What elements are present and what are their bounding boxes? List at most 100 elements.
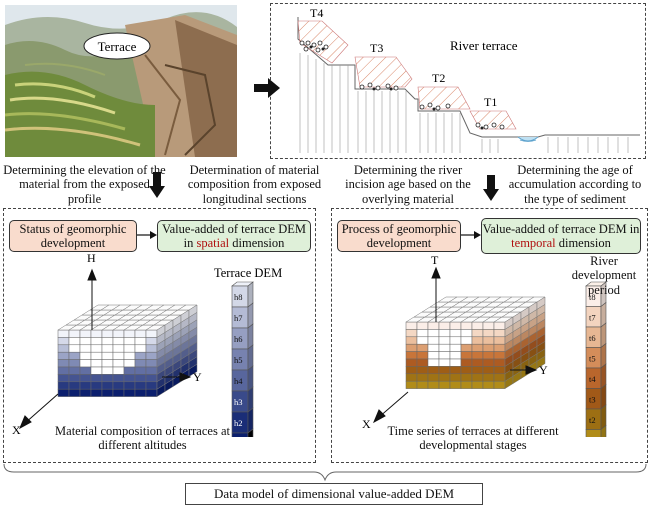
period-label: t8 xyxy=(589,292,596,302)
voxel-front xyxy=(449,343,462,352)
period-label: t6 xyxy=(589,333,596,343)
voxel-front xyxy=(482,373,495,382)
period-label: t7 xyxy=(589,313,596,323)
voxel-front xyxy=(471,358,484,367)
terrace-landscape-image: Terrace xyxy=(5,5,237,157)
voxel-front xyxy=(471,351,484,360)
voxel-front xyxy=(57,388,70,397)
voxel-side xyxy=(188,363,198,378)
voxel-front xyxy=(405,329,418,338)
voxel-front xyxy=(57,366,70,375)
voxel-side xyxy=(536,355,546,370)
voxel-front xyxy=(123,388,136,397)
voxel-front xyxy=(416,329,429,338)
voxel-front xyxy=(427,336,440,345)
voxel-front xyxy=(145,359,158,368)
voxel-front xyxy=(57,381,70,390)
dem-base-cell xyxy=(231,432,249,437)
axis-y-label-spatial: Y xyxy=(193,370,202,384)
voxel-front xyxy=(123,366,136,375)
voxel-front xyxy=(79,359,92,368)
caption-incision: Determining the river incision age based… xyxy=(345,163,471,206)
voxel-front xyxy=(482,336,495,345)
voxel-front xyxy=(134,381,147,390)
voxel-front xyxy=(493,321,506,330)
voxel-front xyxy=(471,366,484,375)
voxel-front xyxy=(134,344,147,353)
voxel-front xyxy=(438,329,451,338)
voxel-front xyxy=(90,337,103,346)
voxel-front xyxy=(123,344,136,353)
voxel-front xyxy=(134,351,147,360)
terrace-dem-title: Terrace DEM xyxy=(214,266,282,280)
river-terrace-label: River terrace xyxy=(450,38,518,53)
voxel-front xyxy=(493,336,506,345)
voxel-front xyxy=(493,380,506,389)
voxel-front xyxy=(438,321,451,330)
voxel-front xyxy=(134,359,147,368)
spatial-panel-frame xyxy=(3,208,316,463)
voxel-front xyxy=(471,329,484,338)
voxel-front xyxy=(493,329,506,338)
voxel-front xyxy=(438,366,451,375)
voxel-front xyxy=(134,388,147,397)
dem-level-label: h4 xyxy=(234,376,243,386)
voxel-front xyxy=(123,329,136,338)
voxel-front xyxy=(68,344,81,353)
voxel-front xyxy=(68,381,81,390)
voxel-front xyxy=(460,380,473,389)
terrace-level-t4: T4 xyxy=(310,6,323,20)
voxel-front xyxy=(449,336,462,345)
voxel-front xyxy=(482,358,495,367)
voxel-front xyxy=(471,380,484,389)
voxel-front xyxy=(405,321,418,330)
voxel-front xyxy=(427,351,440,360)
voxel-front xyxy=(416,358,429,367)
voxel-front xyxy=(438,373,451,382)
terrace-level-t3: T3 xyxy=(370,41,383,55)
voxel-front xyxy=(460,373,473,382)
voxel-front xyxy=(471,373,484,382)
voxel-front xyxy=(101,374,114,383)
dem-level-label: h3 xyxy=(234,397,243,407)
voxel-front xyxy=(416,321,429,330)
voxel-front xyxy=(112,359,125,368)
voxel-front xyxy=(68,366,81,375)
process-geomorphic-box: Process of geomorphic development xyxy=(337,220,461,252)
dem-level-label: h2 xyxy=(234,418,243,428)
voxel-front xyxy=(482,343,495,352)
voxel-front xyxy=(449,380,462,389)
voxel-front xyxy=(79,374,92,383)
voxel-front xyxy=(90,344,103,353)
voxel-front xyxy=(449,358,462,367)
dem-level-label: h7 xyxy=(234,313,243,323)
voxel-front xyxy=(438,336,451,345)
voxel-front xyxy=(460,321,473,330)
voxel-front xyxy=(482,329,495,338)
period-side xyxy=(600,424,607,437)
caption-age: Determining the age of accumulation acco… xyxy=(508,163,642,206)
voxel-front xyxy=(427,321,440,330)
voxel-front xyxy=(145,329,158,338)
axis-t-label: T xyxy=(431,253,439,267)
voxel-front xyxy=(416,380,429,389)
voxel-front xyxy=(427,373,440,382)
voxel-front xyxy=(123,381,136,390)
voxel-front xyxy=(493,358,506,367)
river-period-title: River development period xyxy=(571,254,637,297)
spatial-highlight: spatial xyxy=(196,236,230,250)
axis-x-label-temporal: X xyxy=(362,417,371,431)
voxel-front xyxy=(460,351,473,360)
voxel-front xyxy=(57,329,70,338)
dem-level-label: h8 xyxy=(234,292,243,302)
voxel-front xyxy=(90,366,103,375)
voxel-front xyxy=(482,321,495,330)
voxel-front xyxy=(145,381,158,390)
voxel-front xyxy=(416,343,429,352)
dem-base-side xyxy=(247,428,254,437)
voxel-front xyxy=(438,380,451,389)
terrace-level-t2: T2 xyxy=(432,71,445,85)
voxel-front xyxy=(449,351,462,360)
period-label: t5 xyxy=(589,354,596,364)
